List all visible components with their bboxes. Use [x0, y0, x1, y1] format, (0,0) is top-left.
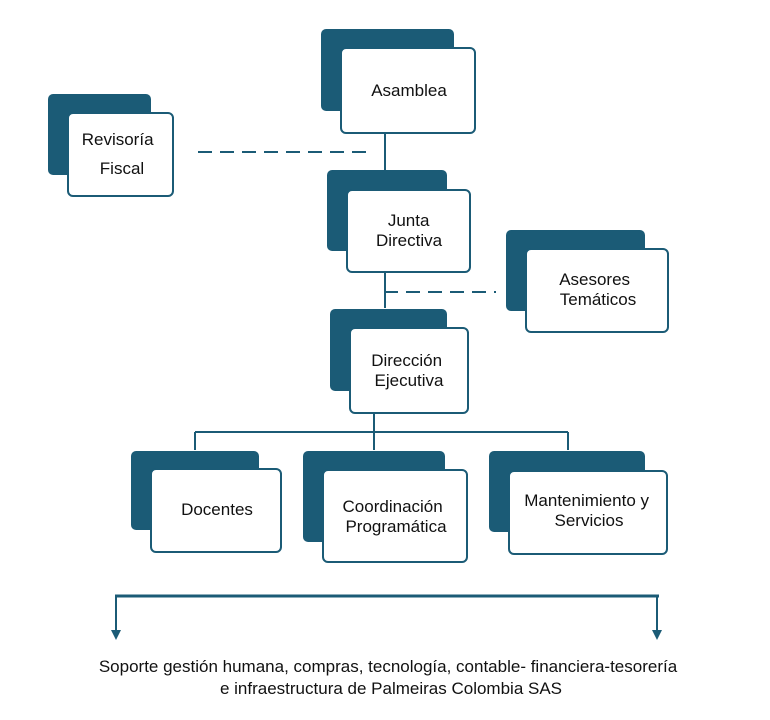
arrow-down-icon [111, 630, 121, 640]
node-card [67, 112, 174, 197]
node-direccion-ejecutiva: Dirección Ejecutiva [330, 309, 469, 414]
node-label-line: Mantenimiento y [524, 491, 649, 510]
node-card [525, 248, 669, 333]
node-label-line: Asesores [559, 270, 630, 289]
node-label: Coordinación Programática [343, 497, 448, 536]
node-label: Revisoría Fiscal [82, 130, 159, 178]
node-card [150, 468, 282, 553]
support-note: Soporte gestión humana, compras, tecnolo… [0, 656, 770, 700]
node-card [340, 47, 476, 134]
connectors [194, 133, 569, 450]
node-card [508, 470, 668, 555]
node-label-line: Programática [345, 517, 447, 536]
node-label-line: Fiscal [100, 159, 144, 178]
node-label-line: Ejecutiva [375, 371, 445, 390]
node-label: Mantenimiento y Servicios [524, 491, 653, 530]
arrow-down-icon [652, 630, 662, 640]
node-label: Docentes [181, 500, 253, 519]
node-asesores-tematicos: Asesores Temáticos [506, 230, 669, 333]
support-note-line-1: Soporte gestión humana, compras, tecnolo… [98, 657, 678, 676]
node-label-line: Directiva [376, 231, 443, 250]
support-note-line-2: e infraestructura de Palmeiras Colombia … [219, 679, 563, 698]
node-asamblea: Asamblea [321, 29, 476, 134]
node-label-line: Junta [388, 211, 430, 230]
node-label: Junta Directiva [376, 211, 443, 250]
node-revisoria-fiscal: Revisoría Fiscal [48, 94, 174, 197]
node-card [322, 469, 468, 563]
node-card [346, 189, 471, 273]
node-coordinacion-programatica: Coordinación Programática [303, 451, 468, 563]
node-docentes: Docentes [131, 451, 282, 553]
node-label-line: Asamblea [371, 81, 447, 100]
node-label-line: Coordinación [343, 497, 443, 516]
node-label: Asamblea [371, 81, 447, 100]
node-junta-directiva: Junta Directiva [327, 170, 471, 273]
support-bracket [111, 594, 662, 640]
node-label: Dirección Ejecutiva [371, 351, 447, 390]
node-mantenimiento-servicios: Mantenimiento y Servicios [489, 451, 668, 555]
node-label-line: Revisoría [82, 130, 154, 149]
node-card [349, 327, 469, 414]
node-label: Asesores Temáticos [559, 270, 636, 309]
node-label-line: Servicios [555, 511, 624, 530]
node-label-line: Temáticos [560, 290, 637, 309]
node-label-line: Docentes [181, 500, 253, 519]
node-label-line: Dirección [371, 351, 442, 370]
